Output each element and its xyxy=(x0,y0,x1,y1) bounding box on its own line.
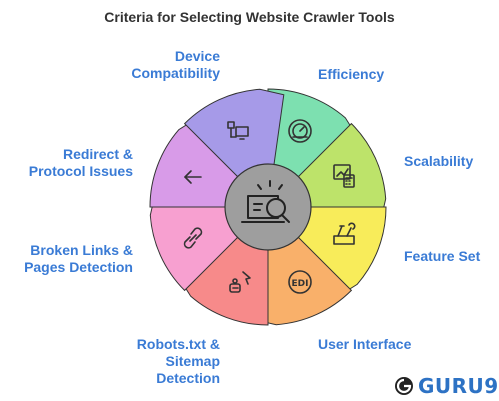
label-feature-set: Feature Set xyxy=(404,248,481,264)
label-user-interface: User Interface xyxy=(318,336,412,352)
speedometer-icon xyxy=(288,119,312,143)
tools-icon xyxy=(333,222,356,245)
broken-link-icon xyxy=(183,227,203,249)
diagram-title: Criteria for Selecting Website Crawler T… xyxy=(104,9,395,25)
devices-icon xyxy=(227,121,249,140)
label-redirect-protocol: Redirect & Protocol Issues xyxy=(28,146,133,179)
label-device-compatibility: Device Compatibility xyxy=(131,48,220,81)
laptop-search-icon xyxy=(241,180,290,223)
guru99-logo-icon xyxy=(395,377,413,395)
arrow-left-icon xyxy=(184,170,202,184)
guru99-logo: GURU99 xyxy=(394,374,499,398)
calculator-chart-icon xyxy=(333,164,355,188)
label-robots-sitemap: Robots.txt & Sitemap Detection xyxy=(136,336,220,386)
svg-text:EDI: EDI xyxy=(292,279,309,289)
robot-cursor-icon xyxy=(229,271,251,293)
label-broken-links: Broken Links & Pages Detection xyxy=(24,242,133,275)
edi-icon: EDI xyxy=(288,270,312,294)
label-efficiency: Efficiency xyxy=(318,66,385,82)
logo-text: GURU99 xyxy=(418,374,499,398)
label-scalability: Scalability xyxy=(404,153,474,169)
